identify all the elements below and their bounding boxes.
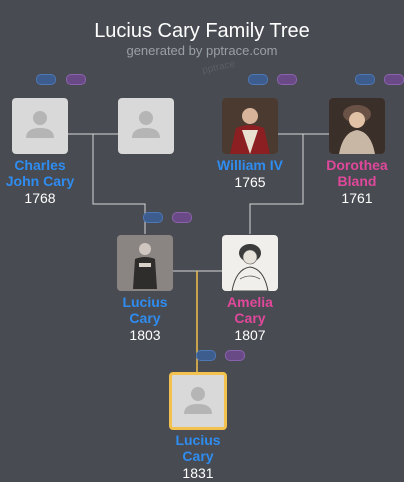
person-name-dorothea: Dorothea Bland	[302, 157, 404, 189]
expand-parents-blue-icon[interactable]	[143, 212, 163, 223]
expand-parents-blue-icon[interactable]	[248, 74, 268, 85]
person-card-charles[interactable]	[12, 98, 68, 154]
name-line: Lucius	[122, 294, 168, 310]
portrait-photo	[222, 235, 278, 291]
name-line: Cary	[234, 310, 266, 326]
expand-parents-blue-icon[interactable]	[196, 350, 216, 361]
expand-parents-purple-icon[interactable]	[225, 350, 245, 361]
name-line: Charles	[14, 157, 66, 173]
portrait-photo	[117, 235, 173, 291]
expand-parents-purple-icon[interactable]	[277, 74, 297, 85]
name-line: Bland	[337, 173, 377, 189]
expand-parents-blue-icon[interactable]	[36, 74, 56, 85]
person-name-lucius-1831: Lucius Cary	[143, 432, 253, 464]
portrait-photo	[329, 98, 385, 154]
expand-parents-purple-icon[interactable]	[66, 74, 86, 85]
person-year-lucius-1831: 1831	[182, 465, 214, 481]
name-line: Cary	[182, 448, 214, 464]
portrait-photo	[222, 98, 278, 154]
person-year-amelia: 1807	[234, 327, 266, 343]
person-year-charles: 1768	[24, 190, 56, 206]
name-line: John Cary	[5, 173, 75, 189]
expand-parents-purple-icon[interactable]	[172, 212, 192, 223]
name-line: Amelia	[227, 294, 273, 310]
person-name-william: William IV	[195, 157, 305, 173]
person-year-lucius-1803: 1803	[129, 327, 161, 343]
person-name-charles: Charles John Cary	[0, 157, 95, 189]
silhouette-icon	[184, 387, 212, 414]
person-card-dorothea[interactable]	[329, 98, 385, 154]
name-line: Lucius	[175, 432, 221, 448]
person-card-amelia[interactable]	[222, 235, 278, 291]
page-title: Lucius Cary Family Tree	[94, 20, 310, 42]
silhouette-icon	[26, 111, 54, 138]
name-line: Cary	[129, 310, 161, 326]
person-card-unknown-spouse[interactable]	[118, 98, 174, 154]
person-card-lucius-1803[interactable]	[117, 235, 173, 291]
silhouette-icon	[132, 111, 160, 138]
child-line-william	[249, 134, 304, 234]
person-card-william[interactable]	[222, 98, 278, 154]
person-name-amelia: Amelia Cary	[195, 294, 305, 326]
page-subtitle: generated by pptrace.com	[126, 43, 278, 58]
person-year-william: 1765	[234, 174, 266, 190]
expand-parents-purple-icon[interactable]	[384, 74, 404, 85]
expand-parents-blue-icon[interactable]	[355, 74, 375, 85]
person-card-lucius-1831[interactable]	[169, 372, 227, 430]
name-line: Dorothea	[326, 157, 388, 173]
name-line: William IV	[216, 157, 283, 173]
person-name-lucius-1803: Lucius Cary	[90, 294, 200, 326]
person-year-dorothea: 1761	[341, 190, 373, 206]
